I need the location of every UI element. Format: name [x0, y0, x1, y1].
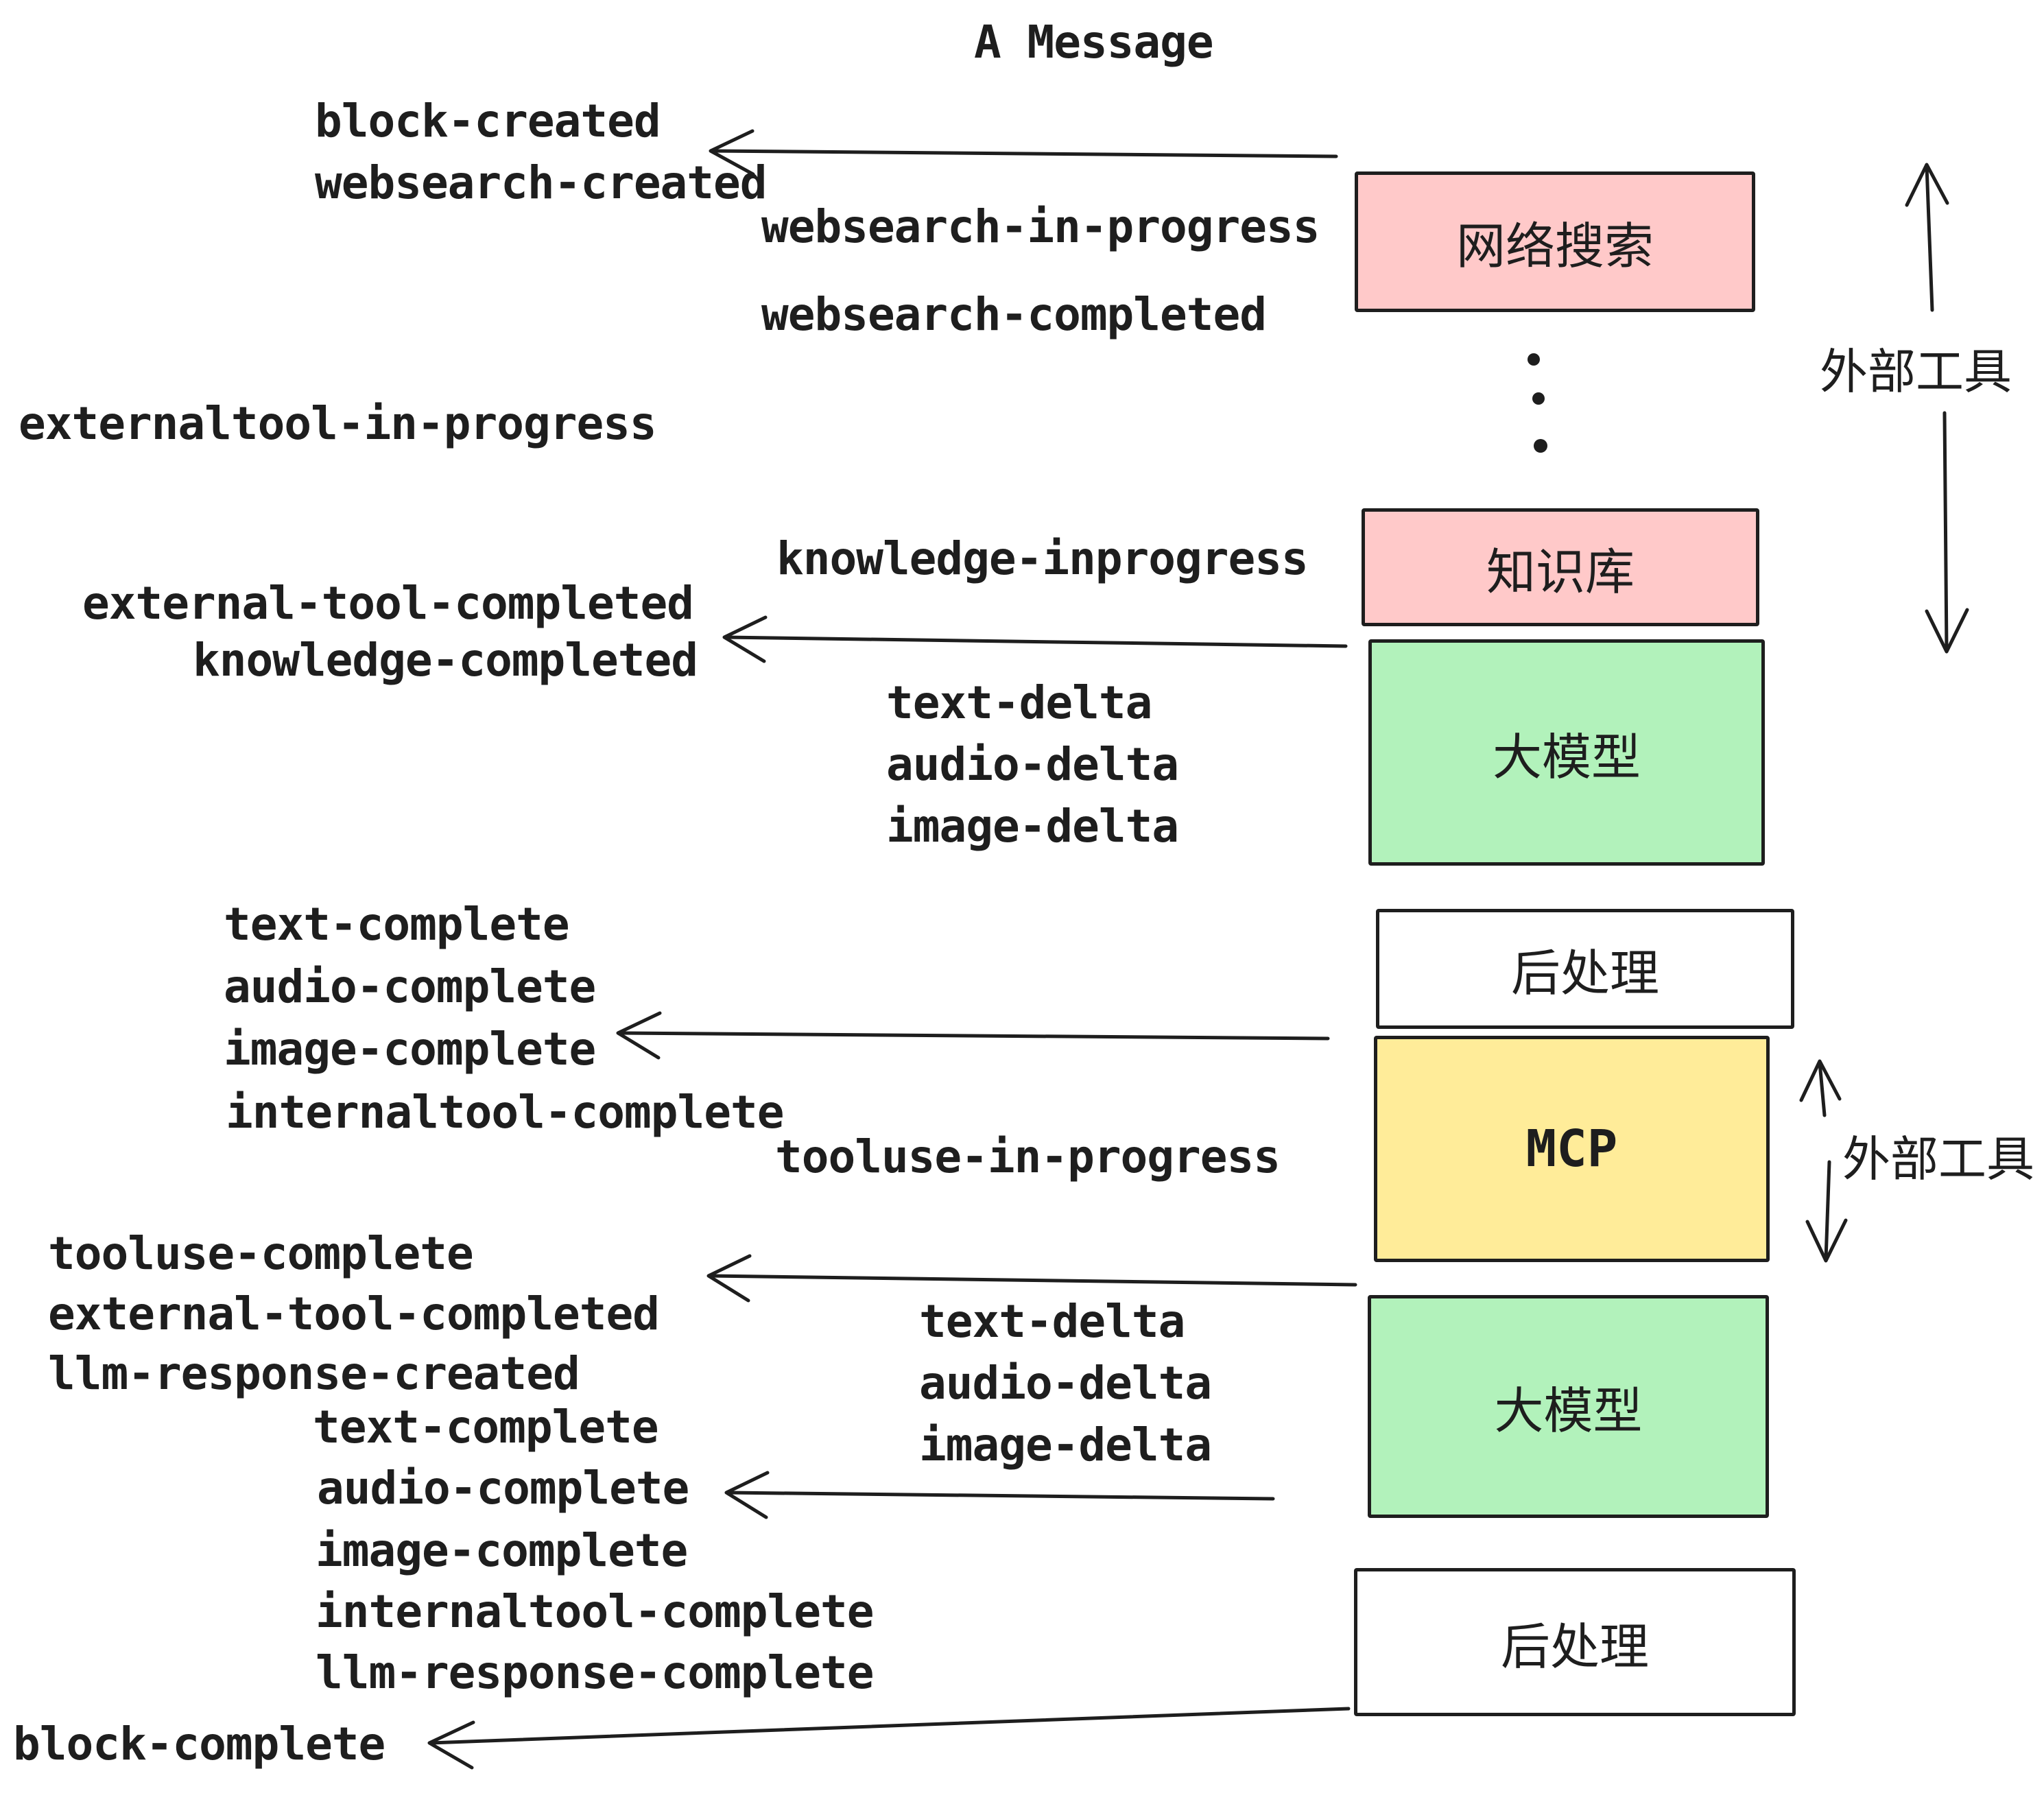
postprocess-box-2-label: 后处理: [1500, 1617, 1649, 1676]
event-internaltool-complete: internaltool-complete: [226, 1086, 784, 1139]
event-delta-group-1: text-delta audio-delta image-delta: [886, 672, 1179, 857]
knowledge-box: 知识库: [1362, 508, 1759, 626]
arrow-to-block-complete-icon: [429, 1709, 1348, 1768]
arrow-to-websearch-created-icon: [711, 131, 1336, 174]
event-external-tool-completed: external-tool-completed: [82, 577, 694, 630]
external-tools-down-arrow-bottom-icon: [1807, 1162, 1846, 1261]
event-image-complete: image-complete: [224, 1023, 596, 1076]
event-text-complete-2: text-complete: [313, 1401, 659, 1453]
mcp-box-label: MCP: [1525, 1119, 1618, 1178]
event-externaltool-in-progress: externaltool-in-progress: [19, 397, 657, 450]
event-text-delta-2: text-delta: [919, 1295, 1185, 1348]
event-text-delta: text-delta: [886, 676, 1152, 729]
llm-box-1-label: 大模型: [1492, 728, 1641, 786]
event-tooluse-complete: tooluse-complete: [48, 1227, 474, 1280]
event-websearch-completed: websearch-completed: [761, 288, 1267, 341]
event-llm-response-complete: llm-response-complete: [316, 1646, 874, 1699]
event-websearch-created: websearch-created: [315, 156, 768, 209]
event-internaltool-complete-2: internaltool-complete: [316, 1585, 874, 1638]
websearch-box-label: 网络搜索: [1455, 217, 1654, 275]
event-audio-complete: audio-complete: [224, 960, 596, 1013]
event-block-created: block-created: [315, 95, 661, 147]
external-tools-up-arrow-bottom-icon: [1801, 1061, 1840, 1115]
mcp-box: MCP: [1374, 1036, 1770, 1262]
external-tools-down-arrow-top-icon: [1927, 413, 1967, 652]
event-audio-delta: audio-delta: [886, 738, 1179, 791]
event-image-delta: image-delta: [886, 800, 1179, 853]
knowledge-box-label: 知识库: [1486, 543, 1635, 601]
vertical-ellipsis-icon: [1528, 353, 1547, 453]
event-image-delta-2: image-delta: [919, 1419, 1212, 1471]
event-audio-delta-2: audio-delta: [919, 1357, 1212, 1410]
event-external-tool-completed-2: external-tool-completed: [48, 1287, 660, 1340]
event-delta-group-2: text-delta audio-delta image-delta: [919, 1291, 1212, 1476]
arrow-to-image-complete-icon: [618, 1013, 1328, 1058]
postprocess-box-2: 后处理: [1354, 1568, 1796, 1716]
llm-box-2-label: 大模型: [1494, 1382, 1643, 1440]
event-websearch-in-progress: websearch-in-progress: [761, 200, 1320, 253]
postprocess-box-1: 后处理: [1376, 909, 1794, 1029]
websearch-box: 网络搜索: [1355, 171, 1755, 312]
event-knowledge-completed: knowledge-completed: [193, 634, 698, 687]
event-tooluse-in-progress: tooluse-in-progress: [775, 1130, 1281, 1183]
event-audio-complete-2: audio-complete: [317, 1462, 689, 1515]
external-tools-label-top: 外部工具: [1820, 344, 2012, 400]
event-text-complete: text-complete: [224, 898, 570, 951]
event-image-complete-2: image-complete: [316, 1524, 688, 1577]
event-block-complete: block-complete: [13, 1718, 385, 1770]
external-tools-up-arrow-top-icon: [1907, 165, 1947, 310]
arrow-to-knowledge-completed-icon: [724, 617, 1346, 661]
arrow-to-audio-complete-icon: [726, 1473, 1273, 1517]
external-tools-label-bottom: 外部工具: [1842, 1131, 2034, 1187]
diagram-title: A Message: [974, 16, 1214, 69]
event-knowledge-inprogress: knowledge-inprogress: [776, 532, 1309, 585]
llm-box-2: 大模型: [1368, 1295, 1769, 1518]
event-llm-response-created: llm-response-created: [48, 1347, 580, 1400]
llm-box-1: 大模型: [1368, 639, 1765, 866]
postprocess-box-1-label: 后处理: [1510, 945, 1659, 1002]
